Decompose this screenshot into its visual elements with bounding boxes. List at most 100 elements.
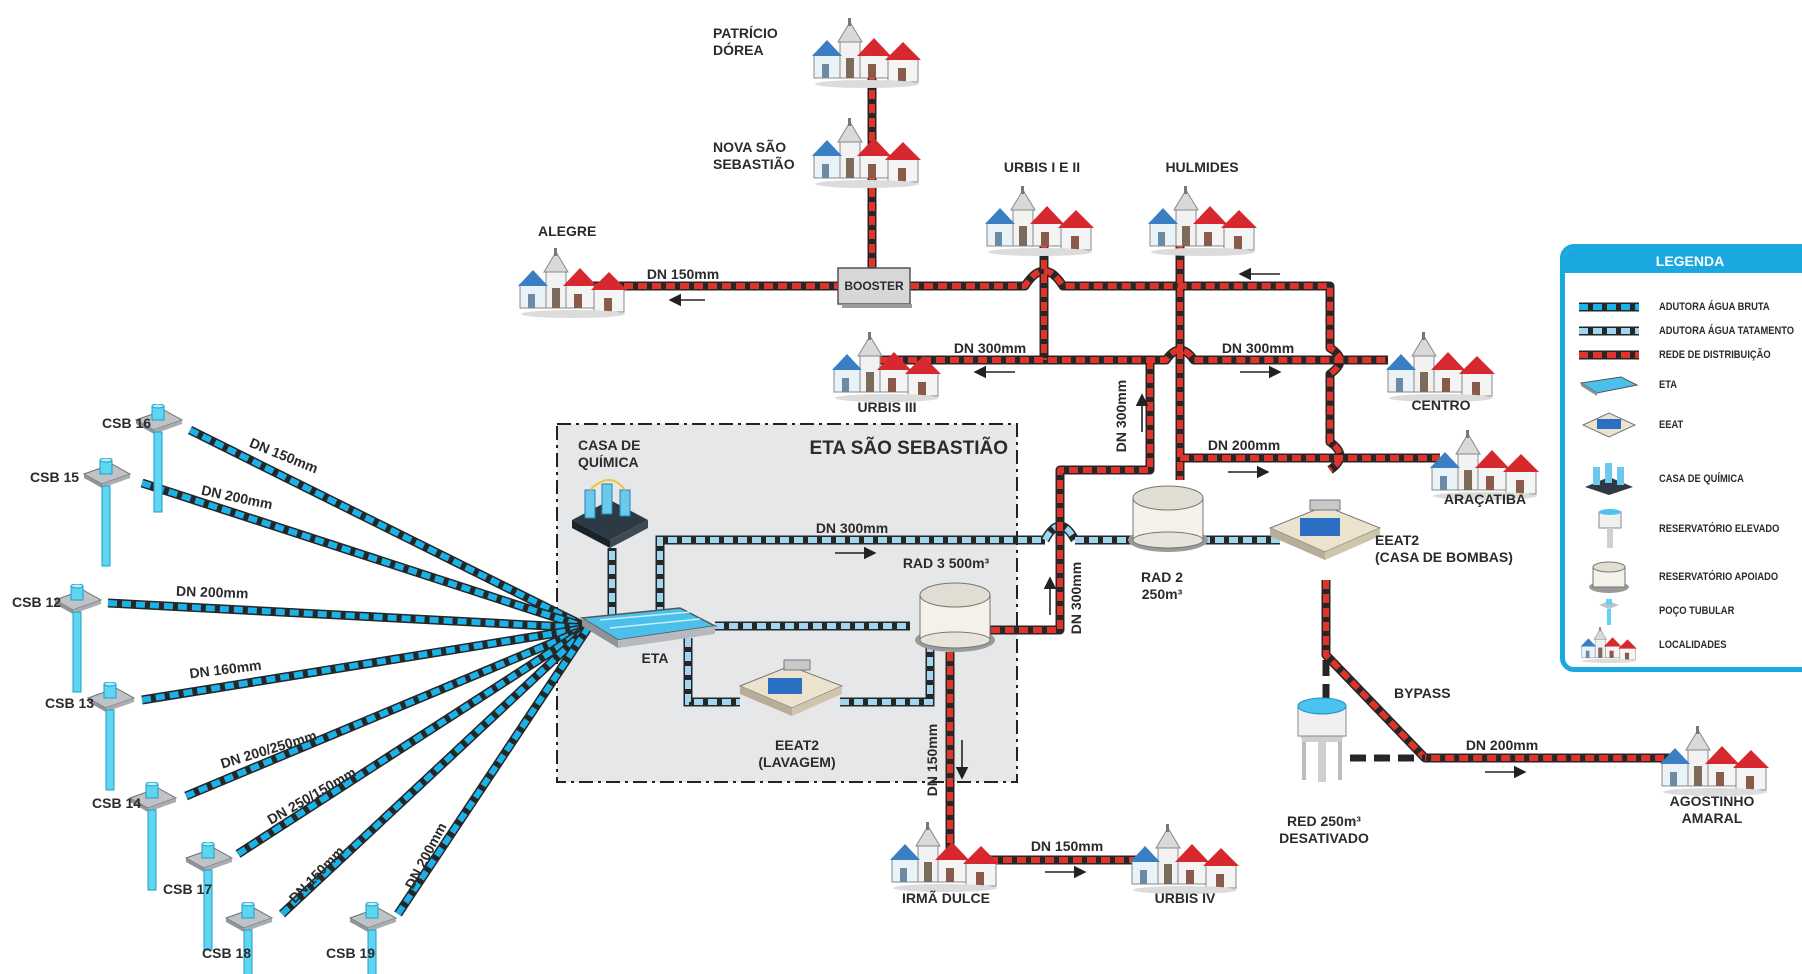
pipe-label-agostinho: DN 200mm bbox=[1466, 737, 1538, 753]
well-pipe-label-csb16: DN 150mm bbox=[247, 434, 320, 476]
red-label-1: RED 250m³ bbox=[1287, 813, 1361, 829]
raw-pipe-fill-csb19 bbox=[395, 626, 591, 916]
locality-nova-sao-sebastiao-icon bbox=[812, 118, 922, 188]
well-csb19-icon bbox=[349, 902, 397, 974]
eeat-icon bbox=[1581, 412, 1637, 438]
legend-item-eta: ETA bbox=[1577, 365, 1680, 405]
locality-urbis12-label: URBIS I E II bbox=[1004, 159, 1080, 175]
legend-title: LEGENDA bbox=[1565, 249, 1802, 273]
legend-item-distribution: REDE DE DISTRIBUIÇÃO bbox=[1577, 335, 1790, 375]
locality-agostinho-icon bbox=[1660, 726, 1770, 796]
locality-hulmides-label: HULMIDES bbox=[1165, 159, 1238, 175]
pipe-label-urbis3: DN 300mm bbox=[954, 340, 1026, 356]
well-pipe-label-csb13: DN 160mm bbox=[188, 657, 262, 682]
well-csb13-icon bbox=[87, 682, 135, 791]
eeat-lavagem-unit bbox=[738, 659, 844, 716]
eeat-lavagem-label-1: EEAT2 bbox=[775, 737, 819, 753]
locality-alegre-icon bbox=[518, 248, 628, 318]
tubular-well-icon bbox=[1599, 599, 1619, 625]
pipe-label-rad3-rise: DN 300mm bbox=[1068, 562, 1084, 634]
locality-agostinho-label-2: AMARAL bbox=[1682, 810, 1743, 826]
legend-label-casa: CASA DE QUÍMICA bbox=[1659, 473, 1744, 485]
pipe-label-aracatiba: DN 200mm bbox=[1208, 437, 1280, 453]
raw-pipe-csb18 bbox=[278, 624, 592, 918]
legend-label-distribution: REDE DE DISTRIBUIÇÃO bbox=[1659, 349, 1771, 361]
well-csb13-label: CSB 13 bbox=[45, 695, 94, 711]
eeat-bombas-unit bbox=[1268, 499, 1382, 560]
eeat-lavagem-label-2: (LAVAGEM) bbox=[758, 754, 835, 770]
legend: LEGENDA ADUTORA ÁGUA BRUTA ADUTORA ÁGUA … bbox=[1560, 244, 1802, 672]
eta-zone-title: ETA SÃO SEBASTIÃO bbox=[810, 437, 1008, 459]
well-pipe-label-csb19: DN 200mm bbox=[402, 820, 450, 891]
booster-station: BOOSTER bbox=[837, 267, 912, 308]
locality-hulmides-icon bbox=[1148, 186, 1258, 256]
well-csb17-label: CSB 17 bbox=[163, 881, 212, 897]
pipe-label-vert-hulmides: DN 300mm bbox=[1113, 380, 1129, 452]
booster-label: BOOSTER bbox=[844, 279, 904, 293]
raw-water-pipes bbox=[107, 425, 592, 918]
locality-urbis3-icon bbox=[832, 332, 942, 402]
legend-item-raw: ADUTORA ÁGUA BRUTA bbox=[1577, 287, 1789, 327]
pipe-label-centro: DN 300mm bbox=[1222, 340, 1294, 356]
raw-pipe-fill-csb14 bbox=[184, 625, 590, 799]
legend-label-raw: ADUTORA ÁGUA BRUTA bbox=[1659, 301, 1770, 313]
chemical-house-label-1: CASA DE bbox=[578, 437, 641, 453]
legend-label-treated: ADUTORA ÁGUA TATAMENTO bbox=[1659, 325, 1795, 337]
chemical-house-icon bbox=[1585, 463, 1633, 495]
legend-item-locality: LOCALIDADES bbox=[1577, 625, 1738, 665]
legend-item-eeat: EEAT bbox=[1577, 405, 1688, 445]
locality-centro-label: CENTRO bbox=[1411, 397, 1470, 413]
ground-tank-icon bbox=[1589, 561, 1629, 593]
locality-patricio-label-1: PATRÍCIO bbox=[713, 25, 778, 41]
eta-icon bbox=[1579, 376, 1639, 396]
well-pipe-label-csb12: DN 200mm bbox=[176, 583, 249, 602]
eta-label: ETA bbox=[642, 650, 669, 666]
locality-icon bbox=[1577, 627, 1641, 663]
raw-pipe-csb16 bbox=[187, 425, 591, 633]
chemical-house bbox=[572, 479, 648, 548]
rad2-label-2: 250m³ bbox=[1142, 586, 1183, 602]
raw-pipe-fill-csb12 bbox=[107, 600, 589, 631]
well-csb15-icon bbox=[83, 458, 131, 567]
locality-urbis12-icon bbox=[985, 186, 1095, 256]
legend-item-well: POÇO TUBULAR bbox=[1577, 591, 1748, 631]
well-pipe-label-csb17: DN 250/150mm bbox=[264, 764, 358, 828]
well-csb18-icon bbox=[225, 902, 273, 974]
locality-urbis4-label: URBIS IV bbox=[1155, 890, 1216, 906]
legend-label-eta: ETA bbox=[1659, 379, 1678, 391]
pipe-label-rad3-down: DN 150mm bbox=[924, 724, 940, 796]
locality-alegre-label: ALEGRE bbox=[538, 223, 596, 239]
locality-irma-dulce-icon bbox=[890, 822, 1000, 892]
flow-arrows bbox=[668, 267, 1527, 879]
raw-pipe-fill-csb13 bbox=[141, 625, 589, 703]
well-csb16-label: CSB 16 bbox=[102, 415, 151, 431]
locality-urbis3-label: URBIS III bbox=[857, 399, 916, 415]
rad2-label-1: RAD 2 bbox=[1141, 569, 1183, 585]
eta-unit bbox=[579, 607, 718, 648]
locality-urbis4-icon bbox=[1130, 824, 1240, 894]
well-pipe-label-csb18: DN 150mm bbox=[286, 843, 348, 906]
locality-patricio-icon bbox=[812, 18, 922, 88]
locality-nova-label-2: SEBASTIÃO bbox=[713, 155, 795, 172]
locality-patricio-label-2: DÓREA bbox=[713, 41, 764, 58]
raw-pipe-csb17 bbox=[235, 624, 591, 858]
rad3-label: RAD 3 500m³ bbox=[903, 555, 990, 571]
rad2-tank bbox=[1128, 485, 1208, 552]
elevated-tank-icon bbox=[1598, 509, 1622, 548]
legend-item-casa: CASA DE QUÍMICA bbox=[1577, 459, 1759, 499]
legend-label-eeat: EEAT bbox=[1659, 419, 1684, 431]
well-csb12-label: CSB 12 bbox=[12, 594, 61, 610]
pipe-raw-icon bbox=[1579, 302, 1639, 312]
legend-label-well: POÇO TUBULAR bbox=[1659, 605, 1735, 617]
locality-aracatiba-icon bbox=[1430, 430, 1540, 500]
eeat-bombas-label-1: EEAT2 bbox=[1375, 532, 1419, 548]
legend-item-ground: RESERVATÓRIO APOIADO bbox=[1577, 557, 1799, 597]
well-csb15-label: CSB 15 bbox=[30, 469, 79, 485]
locality-aracatiba-label: ARAÇATIBA bbox=[1444, 491, 1526, 507]
legend-item-treated: ADUTORA ÁGUA TATAMENTO bbox=[1577, 311, 1802, 351]
red-elevated-tank bbox=[1297, 697, 1347, 782]
well-csb19-label: CSB 19 bbox=[326, 945, 375, 961]
chemical-house-label-2: QUÍMICA bbox=[578, 454, 639, 470]
legend-label-elevated: RESERVATÓRIO ELEVADO bbox=[1659, 523, 1780, 535]
